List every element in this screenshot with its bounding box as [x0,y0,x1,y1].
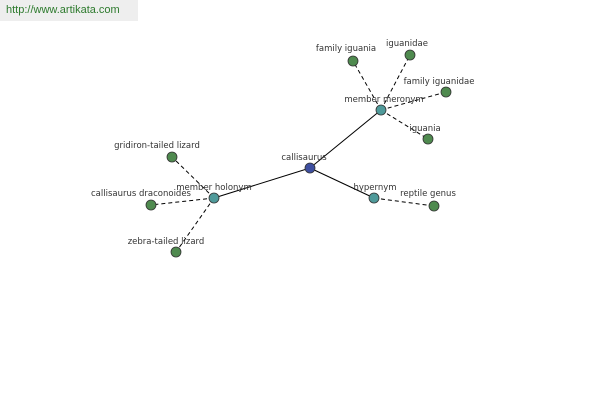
edge-callisaurus-to-hypernym [309,167,375,199]
edge-member-meronym-to-family-iguania [352,60,382,111]
label-callisaurus-draconoides[interactable]: callisaurus draconoides [91,189,192,199]
node-callisaurus[interactable] [304,162,316,174]
graph-edges [150,54,447,253]
edge-hypernym-to-reptile-genus [373,197,435,207]
edge-member-meronym-to-family-iguanidae [380,91,447,111]
node-iguania[interactable] [422,133,434,145]
graph-nodes [145,49,452,258]
node-callisaurus-draconoides[interactable] [145,199,157,211]
node-family-iguania[interactable] [347,55,359,67]
label-zebra-tailed-lizard[interactable]: zebra-tailed lizard [128,237,205,247]
node-member-meronym[interactable] [375,104,387,116]
edge-callisaurus-to-member-meronym [309,109,382,169]
label-reptile-genus[interactable]: reptile genus [400,189,456,199]
edge-member-meronym-to-iguania [380,109,429,140]
site-url-link[interactable]: http://www.artikata.com [6,4,120,16]
label-member-holonym[interactable]: member holonym [176,183,251,193]
edge-member-holonym-to-gridiron-tailed-lizard [171,156,215,199]
label-hypernym[interactable]: hypernym [353,183,396,193]
label-iguania[interactable]: iguania [409,124,440,134]
node-member-holonym[interactable] [208,192,220,204]
edge-member-meronym-to-iguanidae [380,54,411,111]
url-banner: http://www.artikata.com [0,0,138,21]
node-zebra-tailed-lizard[interactable] [170,246,182,258]
node-reptile-genus[interactable] [428,200,440,212]
node-hypernym[interactable] [368,192,380,204]
node-family-iguanidae[interactable] [440,86,452,98]
label-gridiron-tailed-lizard[interactable]: gridiron-tailed lizard [114,141,200,151]
edge-member-holonym-to-callisaurus-draconoides [150,197,215,206]
edge-callisaurus-to-member-holonym [213,167,311,199]
node-iguanidae[interactable] [404,49,416,61]
node-gridiron-tailed-lizard[interactable] [166,151,178,163]
label-family-iguanidae[interactable]: family iguanidae [404,77,475,87]
label-iguanidae[interactable]: iguanidae [386,39,428,49]
label-callisaurus[interactable]: callisaurus [281,153,327,163]
label-family-iguania[interactable]: family iguania [316,44,376,54]
graph-labels: callisaurus member meronym member holonym h… [91,39,474,247]
label-member-meronym[interactable]: member meronym [344,95,423,105]
